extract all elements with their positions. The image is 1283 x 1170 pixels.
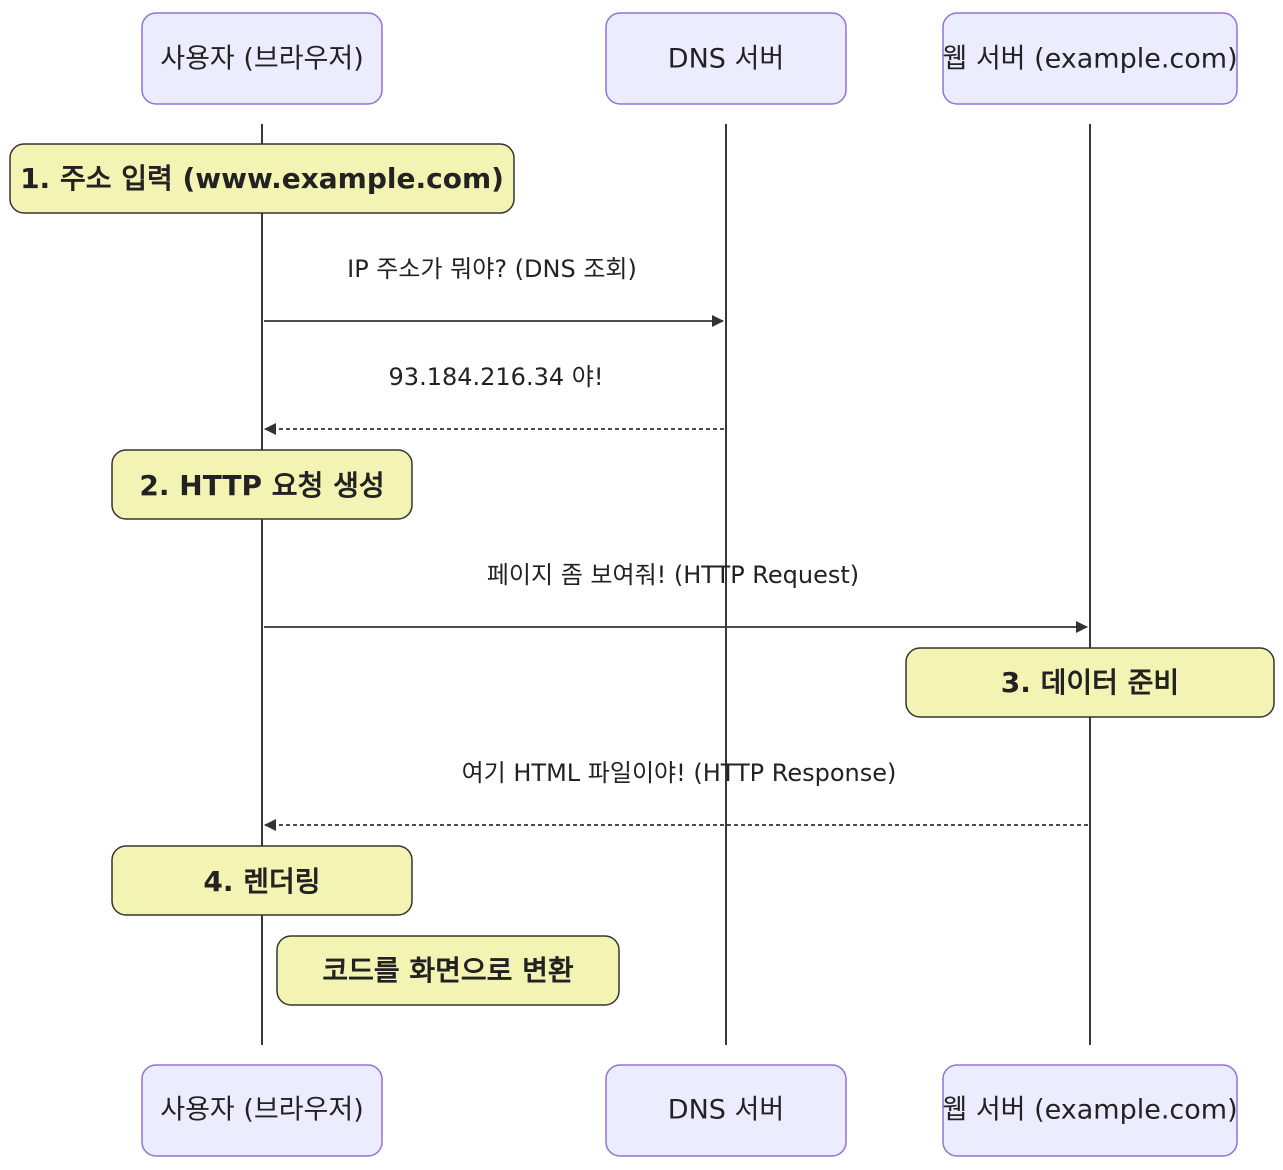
- message-http-request: 페이지 좀 보여줘! (HTTP Request): [264, 561, 1088, 633]
- actor-dns-bottom-label: DNS 서버: [668, 1095, 784, 1126]
- note-data-prepare: 3. 데이터 준비: [905, 647, 1275, 718]
- actor-user-top-label: 사용자 (브라우저): [160, 44, 364, 75]
- message-dns-query-label: IP 주소가 뭐야? (DNS 조회): [347, 255, 637, 283]
- message-dns-query: IP 주소가 뭐야? (DNS 조회): [264, 255, 724, 327]
- actor-user-top[interactable]: 사용자 (브라우저): [141, 12, 383, 105]
- message-dns-reply-label: 93.184.216.34 야!: [389, 363, 604, 391]
- actor-web-top[interactable]: 웹 서버 (example.com): [942, 12, 1238, 105]
- note-rendering: 4. 렌더링: [111, 845, 413, 916]
- actor-web-bottom-label: 웹 서버 (example.com): [942, 1095, 1237, 1126]
- message-dns-reply: 93.184.216.34 야!: [264, 363, 724, 435]
- actor-dns-top[interactable]: DNS 서버: [605, 12, 847, 105]
- note-http-request-text: 2. HTTP 요청 생성: [139, 469, 384, 502]
- message-http-response-label: 여기 HTML 파일이야! (HTTP Response): [462, 759, 897, 787]
- actor-dns-top-label: DNS 서버: [668, 44, 784, 75]
- note-data-prepare-text: 3. 데이터 준비: [1001, 666, 1179, 699]
- note-code-to-screen-text: 코드를 화면으로 변환: [322, 954, 574, 987]
- message-http-response: 여기 HTML 파일이야! (HTTP Response): [264, 759, 1088, 831]
- actor-user-bottom-label: 사용자 (브라우저): [160, 1095, 364, 1126]
- actor-web-top-label: 웹 서버 (example.com): [942, 44, 1237, 75]
- actor-user-bottom[interactable]: 사용자 (브라우저): [141, 1064, 383, 1157]
- actor-web-bottom[interactable]: 웹 서버 (example.com): [942, 1064, 1238, 1157]
- note-address-input: 1. 주소 입력 (www.example.com): [9, 143, 515, 214]
- note-rendering-text: 4. 렌더링: [203, 865, 320, 898]
- note-http-request: 2. HTTP 요청 생성: [111, 449, 413, 520]
- note-code-to-screen: 코드를 화면으로 변환: [276, 935, 620, 1006]
- message-http-request-label: 페이지 좀 보여줘! (HTTP Request): [487, 561, 859, 589]
- actor-dns-bottom[interactable]: DNS 서버: [605, 1064, 847, 1157]
- note-address-input-text: 1. 주소 입력 (www.example.com): [20, 162, 504, 195]
